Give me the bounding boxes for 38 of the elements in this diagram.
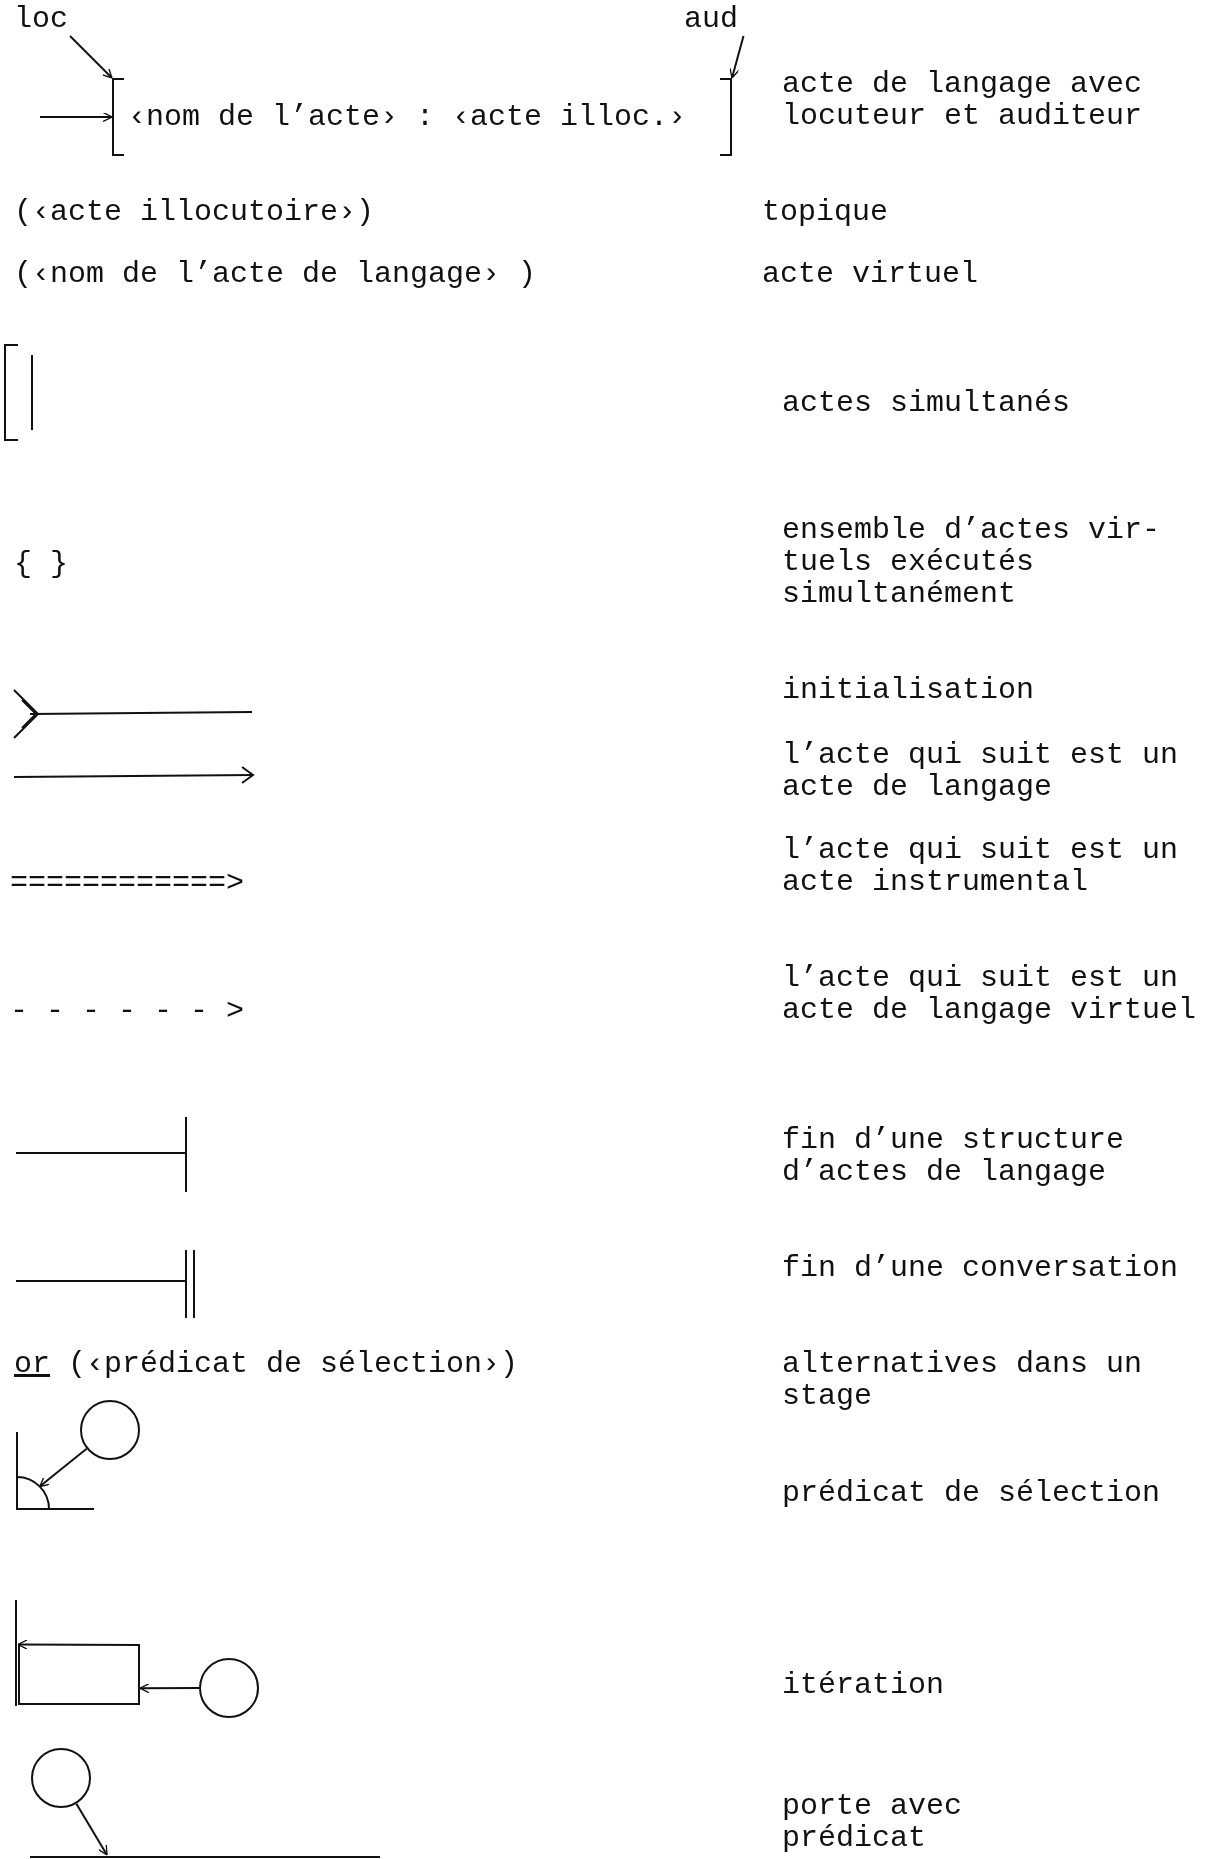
arrow xyxy=(75,1802,108,1856)
description-text: l’acte qui suit est un acte de langage virtuel xyxy=(782,962,1198,1026)
description-text: itération xyxy=(782,1669,946,1701)
leader-arrow xyxy=(69,35,113,79)
notation-text: (‹nom de l’acte de langage› ) xyxy=(14,258,538,290)
speaker-label: loc xyxy=(14,2,84,36)
bracketed-act: ‹nom de l’acte› : ‹acte illoc.› xyxy=(112,78,732,156)
description-text: l’acte qui suit est un acte instrumental xyxy=(782,834,1180,898)
arrow xyxy=(38,1447,88,1488)
description-text: ensemble d’actes vir- tuels exécutés simultanément xyxy=(782,514,1162,610)
description-text: l’acte qui suit est un acte de langage xyxy=(782,739,1180,803)
hearer-label: aud xyxy=(684,2,754,36)
arrow xyxy=(17,1639,141,1650)
arrow xyxy=(139,1683,200,1694)
description-text: fin d’une structure d’actes de langage xyxy=(782,1124,1126,1188)
description-text: fin d’une conversation xyxy=(782,1252,1180,1284)
description-text: actes simultanés xyxy=(782,387,1072,419)
predicate-circle xyxy=(31,1748,91,1808)
leader-arrow xyxy=(729,35,745,79)
notation-text: or (‹prédicat de sélection›) xyxy=(14,1348,520,1380)
selection-angle xyxy=(16,1432,95,1511)
description-text: porte avec prédicat xyxy=(782,1790,964,1854)
description-text: acte de langage avec locuteur et auditeur xyxy=(782,68,1144,132)
notation-text: (‹acte illocutoire›) xyxy=(14,196,376,228)
description-text: topique xyxy=(762,196,890,228)
description-text: prédicat de sélection xyxy=(782,1477,1162,1509)
instrumental-arrow-text: ============> xyxy=(10,867,246,899)
bar-line xyxy=(15,1600,17,1706)
iteration-box xyxy=(18,1645,140,1705)
description-text: alternatives dans un stage xyxy=(782,1348,1144,1412)
description-text: initialisation xyxy=(782,674,1036,706)
notation-text: { } xyxy=(14,548,69,580)
predicate-circle xyxy=(80,1400,140,1460)
predicate-circle xyxy=(199,1658,259,1718)
virtual-arrow-text: - - - - - - > xyxy=(10,995,246,1027)
arrow xyxy=(39,111,113,123)
bar-line xyxy=(30,1856,380,1858)
description-text: acte virtuel xyxy=(762,258,980,290)
